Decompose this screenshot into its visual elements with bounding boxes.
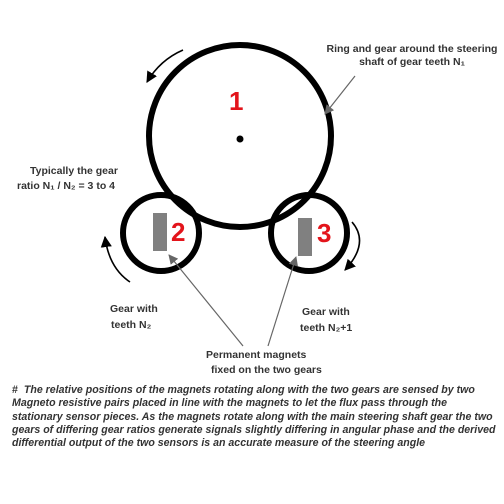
note-text: The relative positions of the magnets ro… bbox=[12, 384, 496, 450]
left-gear-number: 2 bbox=[171, 217, 186, 247]
main-rotation-arrow bbox=[146, 49, 184, 83]
right-gear-label-line1: Gear with bbox=[302, 306, 350, 318]
ring-gear-label: Ring and gear around the steering shaft … bbox=[326, 43, 498, 68]
magnets-label-line1: Permanent magnets bbox=[206, 349, 307, 361]
right-magnet bbox=[298, 218, 312, 256]
magnet-pointer-right bbox=[267, 256, 298, 347]
left-gear-label-line2: teeth N₂ bbox=[111, 319, 152, 331]
magnets-label-line2: fixed on the two gears bbox=[211, 364, 322, 376]
left-gear-label-line1: Gear with bbox=[110, 303, 158, 315]
right-gear-label-line2: teeth N₂+1 bbox=[300, 322, 353, 334]
explanatory-note: #The relative positions of the magnets r… bbox=[12, 384, 498, 450]
note-marker: # bbox=[12, 384, 18, 396]
magnet-pointer-left bbox=[168, 254, 244, 347]
left-gear bbox=[120, 192, 202, 274]
ring-gear-pointer bbox=[324, 75, 356, 115]
steering-shaft-center bbox=[236, 135, 244, 143]
right-rotation-arrow bbox=[344, 221, 361, 271]
gear-ratio-label-line2: ratio N₁ / N₂ = 3 to 4 bbox=[17, 180, 115, 192]
gear-ratio-label-line1: Typically the gear bbox=[30, 165, 118, 177]
left-rotation-arrow bbox=[100, 235, 131, 283]
left-magnet bbox=[153, 213, 167, 251]
main-ring-gear bbox=[146, 42, 334, 230]
main-gear-number: 1 bbox=[229, 86, 244, 116]
right-gear bbox=[268, 192, 350, 274]
right-gear-number: 3 bbox=[317, 218, 332, 248]
